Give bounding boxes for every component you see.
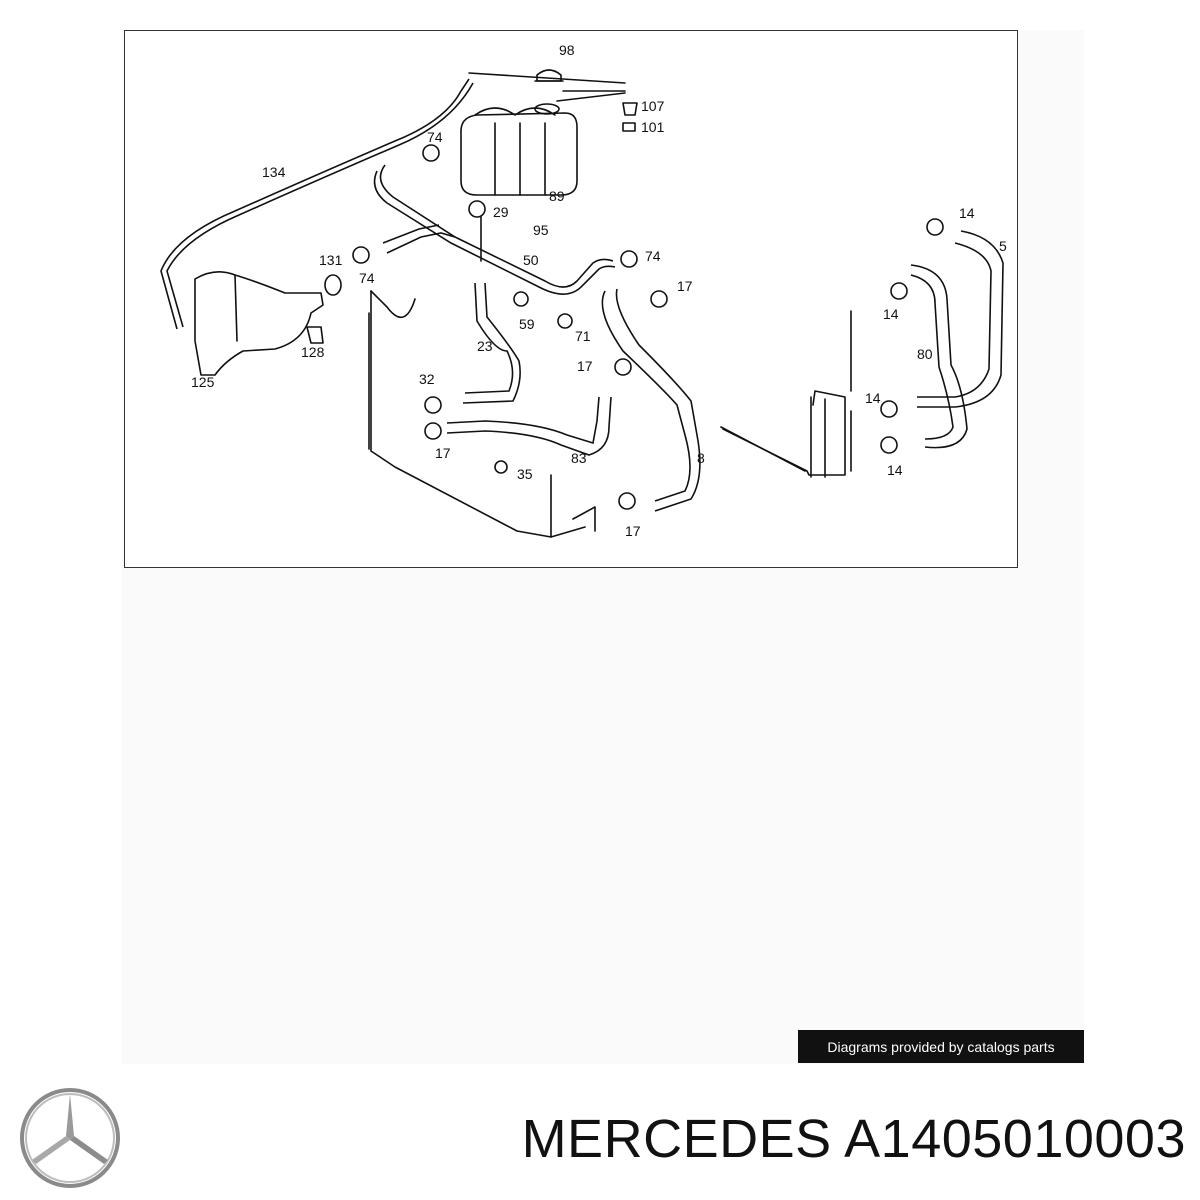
heater-hose-5-drawing [917, 230, 1004, 408]
callout-131: 131 [319, 252, 343, 268]
callout-14: 14 [865, 390, 881, 406]
seal-drawings [556, 90, 638, 132]
callout-128: 128 [301, 344, 325, 360]
callout-125: 125 [191, 374, 215, 390]
callout-8: 8 [697, 450, 705, 466]
upper-hose-drawing [379, 164, 614, 288]
washer-reservoir-drawing [194, 271, 342, 376]
product-title: MERCEDES A1405010003 [521, 1109, 1186, 1169]
callout-71: 71 [575, 328, 591, 344]
callout-107: 107 [641, 98, 665, 114]
tank-cap-drawing [534, 69, 564, 82]
hose-clamp-drawings [352, 144, 944, 510]
callout-14: 14 [887, 462, 903, 478]
lower-hose-drawing [446, 396, 600, 445]
callout-98: 98 [559, 42, 575, 58]
callout-134: 134 [262, 164, 286, 180]
callout-74: 74 [359, 270, 375, 286]
hose-23-drawing [464, 282, 514, 394]
radiator-drawing [368, 290, 596, 538]
mercedes-star-logo-icon [18, 1086, 122, 1195]
parts-diagram: 98 107 101 74 134 89 29 95 14 5 131 74 5… [124, 30, 1018, 568]
callout-leader-lines [468, 72, 806, 472]
callout-32: 32 [419, 371, 435, 387]
callout-101: 101 [641, 119, 665, 135]
callout-labels: 98 107 101 74 134 89 29 95 14 5 131 74 5… [191, 42, 1007, 539]
callout-17: 17 [625, 523, 641, 539]
heater-hose-80-drawing [910, 264, 968, 449]
callout-17: 17 [677, 278, 693, 294]
callout-17: 17 [435, 445, 451, 461]
overflow-hose-drawing [160, 78, 470, 330]
callout-74: 74 [427, 129, 443, 145]
callout-29: 29 [493, 204, 509, 220]
parts-diagram-drawing: 98 107 101 74 134 89 29 95 14 5 131 74 5… [160, 42, 1007, 539]
callout-14: 14 [883, 306, 899, 322]
callout-50: 50 [523, 252, 539, 268]
callout-80: 80 [917, 346, 933, 362]
callout-83: 83 [571, 450, 587, 466]
callout-89: 89 [549, 188, 565, 204]
callout-17: 17 [577, 358, 593, 374]
expansion-tank-drawing [460, 103, 578, 196]
callout-14: 14 [959, 205, 975, 221]
diagram-credit-badge: Diagrams provided by catalogs parts [798, 1030, 1084, 1063]
callout-59: 59 [519, 316, 535, 332]
callout-35: 35 [517, 466, 533, 482]
callout-5: 5 [999, 238, 1007, 254]
callout-74: 74 [645, 248, 661, 264]
hose-8-drawing [601, 290, 691, 502]
callout-95: 95 [533, 222, 549, 238]
heater-core-drawing [722, 310, 852, 478]
callout-23: 23 [477, 338, 493, 354]
